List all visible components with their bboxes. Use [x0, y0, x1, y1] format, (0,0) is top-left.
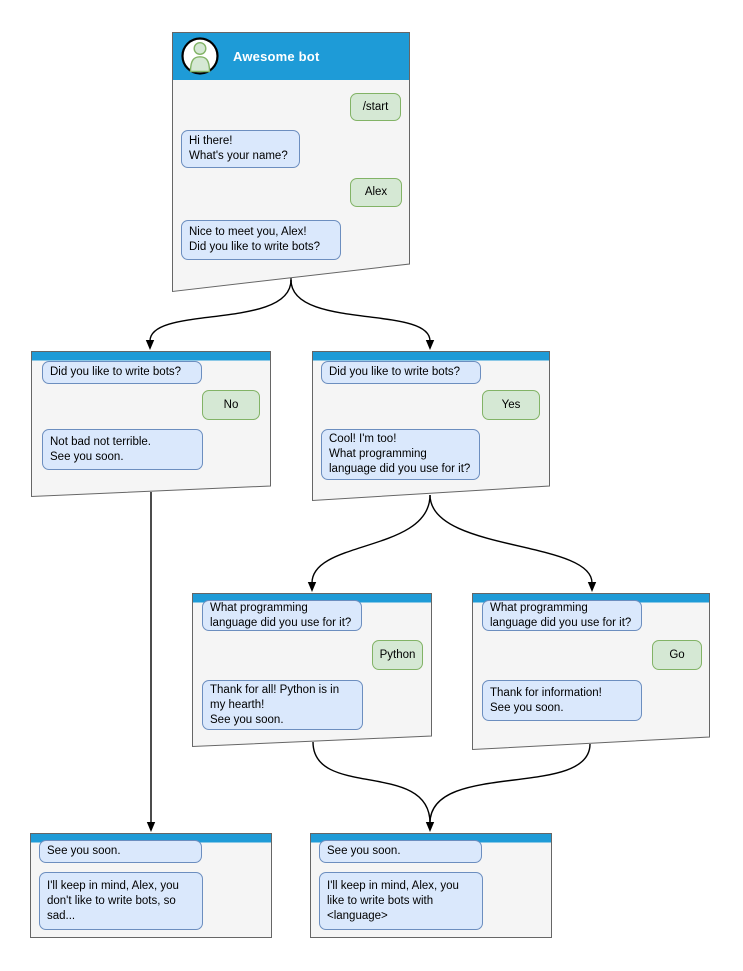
chat-window-branch-yes: Did you like to write bots? Yes Cool! I'… — [312, 351, 550, 502]
user-message-bubble: Yes — [482, 390, 540, 420]
bot-message-bubble: What programming language did you use fo… — [202, 600, 362, 631]
chat-window-end-yes: See you soon. I'll keep in mind, Alex, y… — [310, 833, 552, 938]
bot-message-bubble: I'll keep in mind, Alex, you like to wri… — [319, 872, 483, 930]
user-message-bubble: Go — [652, 640, 702, 670]
arrow-yes-to-python — [311, 494, 431, 584]
bot-message-bubble: Thank for all! Python is in my hearth! S… — [202, 680, 363, 730]
bot-message-bubble: Did you like to write bots? — [42, 361, 202, 384]
chat-window-branch-go: What programming language did you use fo… — [472, 593, 710, 751]
user-message-bubble: Alex — [350, 178, 402, 207]
bot-avatar-icon — [181, 37, 219, 75]
window-title: Awesome bot — [233, 48, 320, 64]
bot-message-bubble: Nice to meet you, Alex! Did you like to … — [181, 220, 341, 260]
arrow-yes-to-go — [429, 494, 593, 584]
bot-message-bubble: Thank for information! See you soon. — [482, 680, 642, 721]
user-message-bubble: Python — [372, 640, 423, 670]
bot-message-bubble: See you soon. — [39, 840, 202, 863]
arrowhead-no-end — [146, 822, 156, 832]
arrow-go-to-end — [429, 743, 591, 824]
arrowhead-to-python — [307, 582, 317, 592]
bot-message-bubble: Not bad not terrible. See you soon. — [42, 429, 203, 470]
user-message-bubble: /start — [350, 93, 401, 121]
arrowhead-to-no — [145, 340, 155, 350]
arrow-python-to-end — [312, 741, 431, 824]
bot-message-bubble: Hi there! What's your name? — [181, 130, 300, 168]
chat-window-awesome-bot: Awesome bot /start Hi there! What's your… — [172, 32, 410, 293]
bot-message-bubble: Did you like to write bots? — [321, 361, 481, 384]
arrow-start-to-yes — [290, 279, 431, 342]
bot-message-bubble: Cool! I'm too! What programming language… — [321, 429, 480, 480]
bot-message-bubble: What programming language did you use fo… — [482, 600, 642, 631]
arrowhead-to-go — [587, 582, 597, 592]
bot-message-bubble: I'll keep in mind, Alex, you don't like … — [39, 872, 203, 930]
chat-window-end-no: See you soon. I'll keep in mind, Alex, y… — [30, 833, 272, 938]
chat-window-branch-no: Did you like to write bots? No Not bad n… — [31, 351, 271, 498]
bot-message-bubble: See you soon. — [319, 840, 482, 863]
arrowhead-to-yes — [425, 340, 435, 350]
arrowhead-lang-end — [425, 822, 435, 832]
user-message-bubble: No — [202, 390, 260, 420]
chat-window-branch-python: What programming language did you use fo… — [192, 593, 432, 748]
arrow-start-to-no — [149, 279, 292, 342]
